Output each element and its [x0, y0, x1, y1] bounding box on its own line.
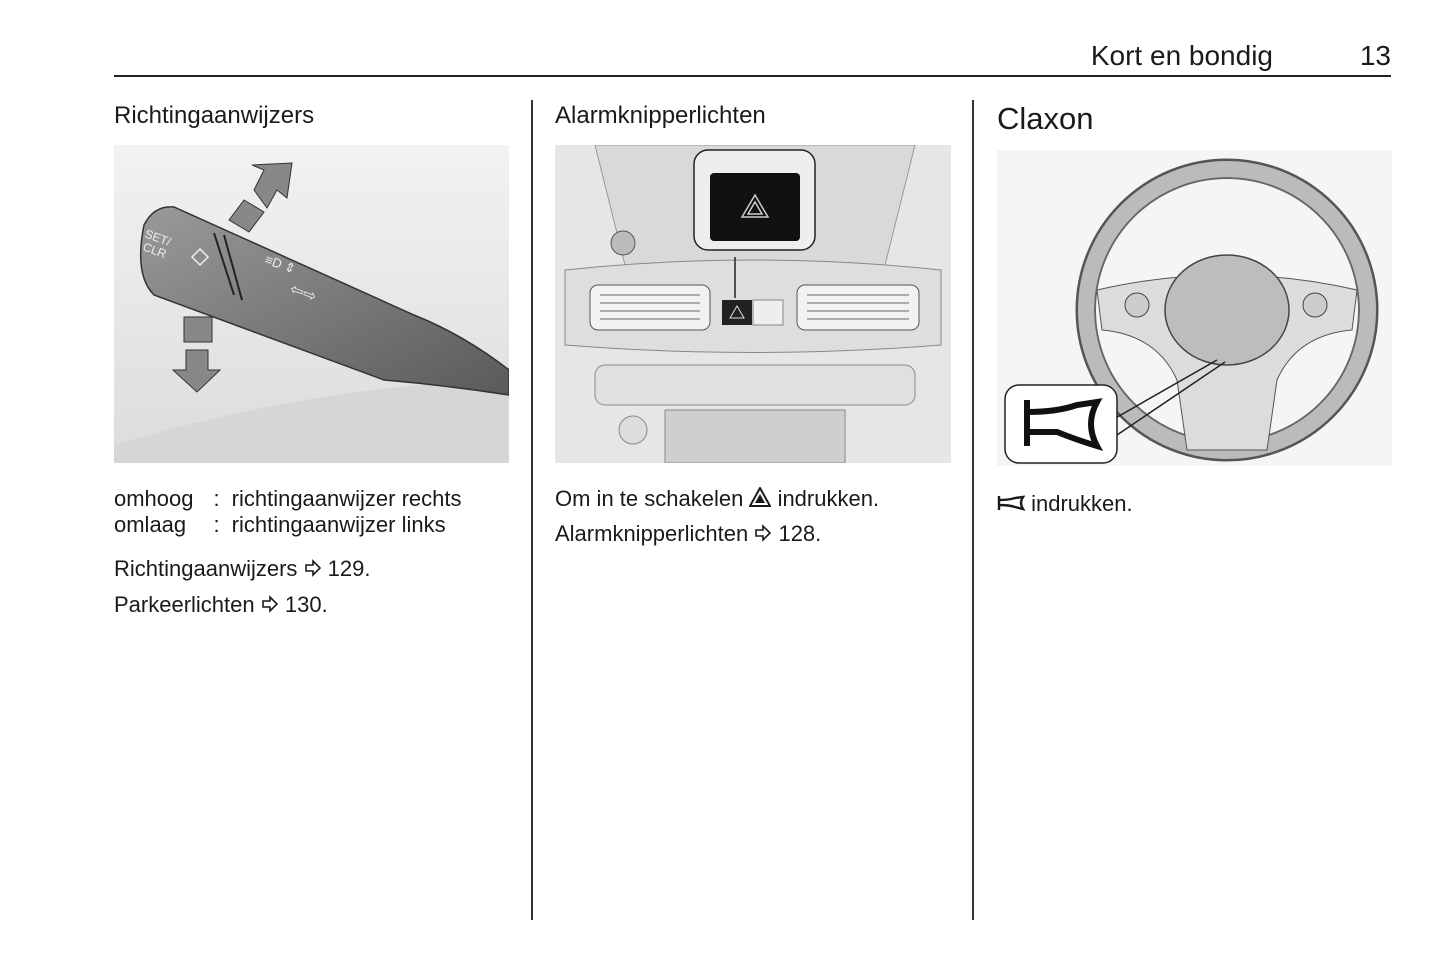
definition-row: omhoog: richtingaanwijzer rechts: [114, 486, 462, 512]
instruction-action: indrukken.: [1031, 491, 1133, 516]
ref-text: Alarmknipperlichten: [555, 521, 749, 546]
page-reference-arrow-icon: [261, 595, 278, 613]
cross-reference-link[interactable]: Parkeerlichten 130.: [114, 592, 328, 618]
separator: :: [213, 512, 220, 537]
ref-page: 130.: [284, 592, 328, 617]
cross-reference-link[interactable]: Alarmknipperlichten 128.: [555, 521, 821, 547]
turn-signal-stalk-illustration: SET/ CLR ≡D ⇕ ⇦⇨: [114, 145, 509, 463]
hazard-triangle-icon: [749, 487, 772, 507]
column-divider: [531, 100, 533, 920]
header-rule: [114, 75, 1391, 77]
instruction-action: indrukken.: [777, 486, 880, 511]
instruction-text: indrukken.: [997, 491, 1133, 517]
page-number: 13: [1359, 40, 1391, 71]
instruction-lead: Om in te schakelen: [555, 486, 744, 511]
ref-page: 128.: [778, 521, 822, 546]
description: richtingaanwijzer links: [231, 512, 446, 537]
description: richtingaanwijzer rechts: [231, 486, 462, 511]
separator: :: [213, 486, 220, 511]
ref-text: Parkeerlichten: [114, 592, 255, 617]
column-divider: [972, 100, 974, 920]
direction-definitions: omhoog: richtingaanwijzer rechts omlaag: r…: [114, 486, 462, 538]
definition-row: omlaag: richtingaanwijzer links: [114, 512, 462, 538]
term: omlaag: [114, 512, 187, 537]
page-reference-arrow-icon: [755, 524, 772, 542]
hazard-button-illustration: [555, 145, 951, 463]
instruction-text: Om in te schakelen indrukken.: [555, 486, 879, 512]
section-title: Kort en bondig: [1090, 40, 1273, 71]
section-heading: Claxon: [997, 101, 1094, 136]
steering-wheel-horn-illustration: [997, 150, 1392, 466]
section-heading: Richtingaanwijzers: [114, 102, 315, 129]
cross-reference-link[interactable]: Richtingaanwijzers 129.: [114, 556, 371, 582]
ref-text: Richtingaanwijzers: [114, 556, 298, 581]
ref-page: 129.: [327, 556, 371, 581]
horn-icon: [997, 495, 1025, 511]
term: omhoog: [114, 486, 194, 511]
section-heading: Alarmknipperlichten: [555, 102, 766, 129]
page-reference-arrow-icon: [304, 559, 321, 577]
